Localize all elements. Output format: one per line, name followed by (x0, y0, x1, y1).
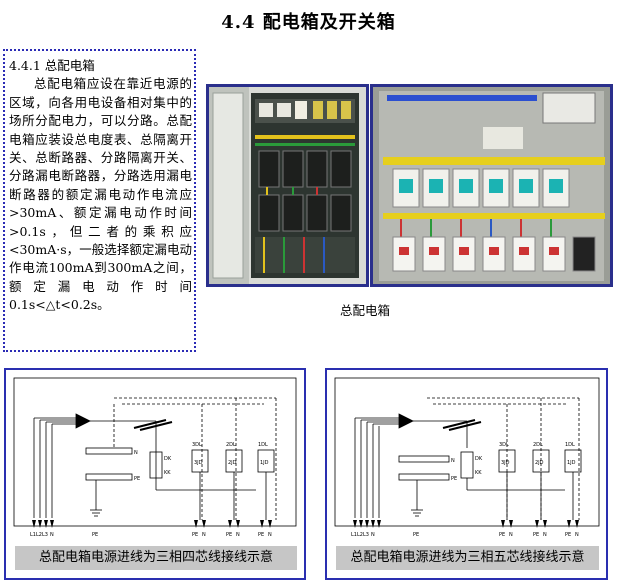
input-terminal-l3: L3 (363, 532, 369, 538)
page-title: 4.4 配电箱及开关箱 (221, 12, 396, 33)
branch-unit-3: 3JD (501, 460, 510, 466)
output-label-4: N (543, 532, 547, 538)
wiring-diagram-four-wire: L1 L2 L3 N PE N PE DK KK 3DL 2DL 1DL 3JD… (4, 368, 306, 580)
branch-breaker-2: 2DL (226, 442, 236, 448)
ground-label: PE (413, 532, 419, 538)
input-terminal-l2: L2 (36, 532, 42, 538)
output-label-5: PE (565, 532, 571, 538)
wiring-diagram-five-wire: L1 L2 L3 N PE N PE DK KK 3DL 2DL 1DL 3JD… (325, 368, 608, 580)
section-heading: 4.4.1 总配电箱 (9, 58, 95, 73)
ground-label: PE (92, 532, 98, 538)
main-breaker-label: DK (475, 456, 483, 462)
output-label-1: PE (499, 532, 505, 538)
wiring-diagram-five-wire-art: L1 L2 L3 N PE N PE DK KK 3DL 2DL 1DL 3JD… (334, 377, 600, 538)
branch-breaker-2: 2DL (533, 442, 543, 448)
main-breaker-label: DK (164, 456, 172, 462)
output-label-3: PE (226, 532, 232, 538)
input-terminal-l1: L1 (30, 532, 36, 538)
diagram-caption-four-wire: 总配电箱电源进线为三相四芯线接线示意 (15, 546, 297, 570)
n-bar-label: N (451, 458, 455, 464)
input-terminal-n: N (50, 532, 54, 538)
output-label-4: N (236, 532, 240, 538)
input-terminal-n: N (371, 532, 375, 538)
branch-unit-3: 3JD (194, 460, 203, 466)
wiring-diagram-four-wire-art: L1 L2 L3 N PE N PE DK KK 3DL 2DL 1DL 3JD… (13, 377, 297, 538)
pe-bar-label: PE (134, 476, 140, 482)
photo-caption: 总配电箱 (339, 303, 390, 318)
main-switch-label: KK (164, 470, 171, 476)
n-bar-label: N (134, 450, 138, 456)
output-label-1: PE (192, 532, 198, 538)
branch-unit-1: 1JD (567, 460, 576, 466)
section-paragraph: 总配电箱应设在靠近电源的区域，向各用电设备相对集中的场所分配电力，可以分路。总配… (9, 76, 192, 313)
output-label-2: N (202, 532, 206, 538)
output-label-6: N (575, 532, 579, 538)
distribution-box-photo-open-art (209, 87, 366, 284)
output-label-2: N (509, 532, 513, 538)
input-terminal-l2: L2 (357, 532, 363, 538)
output-label-6: N (268, 532, 272, 538)
output-label-5: PE (258, 532, 264, 538)
branch-breaker-1: 1DL (258, 442, 268, 448)
branch-breaker-3: 3DL (499, 442, 509, 448)
distribution-box-photo-closeup (370, 84, 613, 287)
branch-unit-1: 1JD (260, 460, 269, 466)
input-terminal-l3: L3 (42, 532, 48, 538)
input-terminal-l1: L1 (351, 532, 357, 538)
pe-bar-label: PE (451, 476, 457, 482)
branch-unit-2: 2JD (535, 460, 544, 466)
main-switch-label: KK (475, 470, 482, 476)
branch-breaker-3: 3DL (192, 442, 202, 448)
diagram-caption-five-wire: 总配电箱电源进线为三相五芯线接线示意 (336, 546, 599, 570)
distribution-box-photo-closeup-art (373, 87, 610, 284)
branch-unit-2: 2JD (228, 460, 237, 466)
branch-breaker-1: 1DL (565, 442, 575, 448)
distribution-box-photo-open (206, 84, 369, 287)
output-label-3: PE (533, 532, 539, 538)
text-box: 4.4.1 总配电箱 总配电箱应设在靠近电源的区域，向各用电设备相对集中的场所分… (3, 49, 196, 352)
